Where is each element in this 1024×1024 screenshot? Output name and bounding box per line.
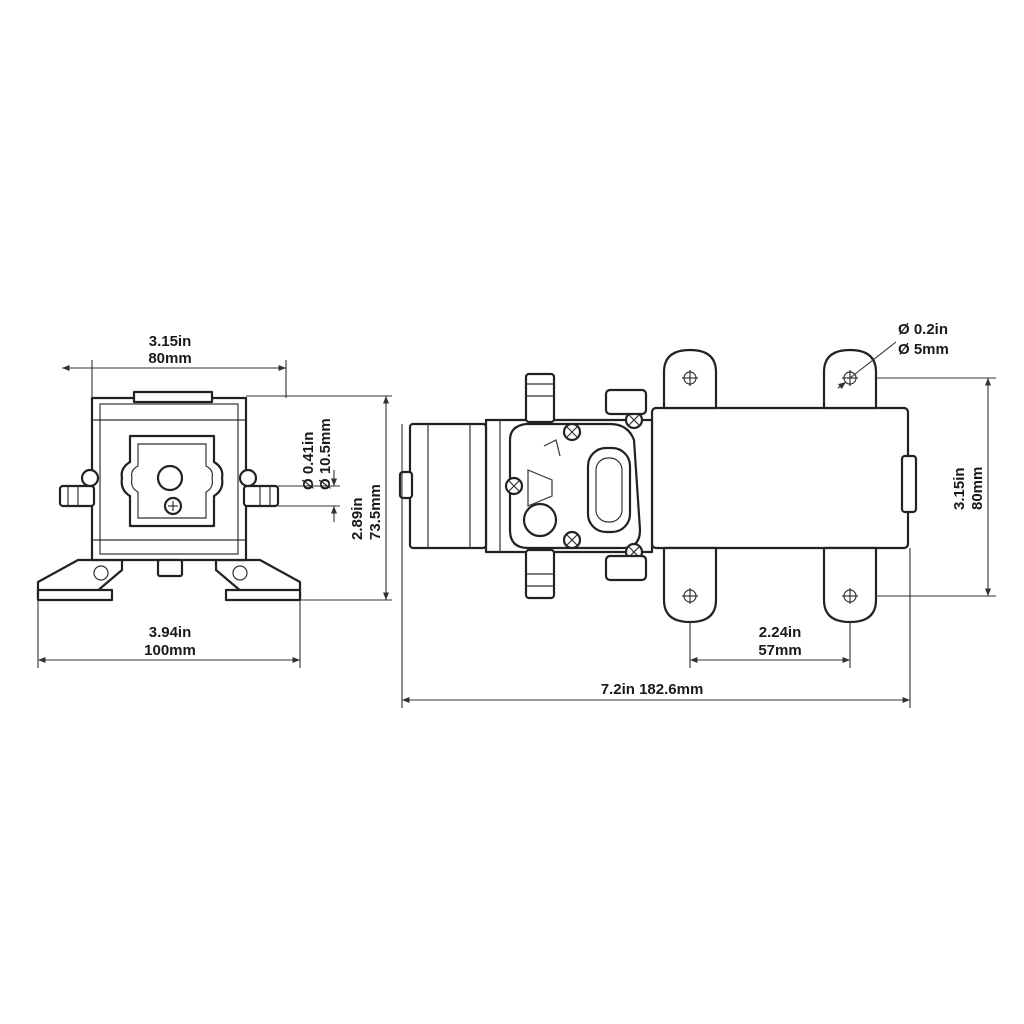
dim-top-width-mm: 80mm (148, 350, 191, 367)
mount-tab-bottom-right (822, 546, 878, 624)
motor-cylinder (650, 406, 910, 550)
dim-top-width-in: 3.15in (149, 333, 192, 350)
mount-tab-top-right (822, 348, 878, 410)
end-cap (408, 422, 488, 550)
screw-icon (562, 422, 582, 442)
top-port (524, 372, 556, 424)
dim-hole-diameter-mm: Ø 5mm (898, 341, 949, 358)
screw-icon (163, 496, 183, 516)
mount-tab-bottom-left (662, 546, 718, 624)
bottom-port (524, 548, 556, 600)
base-mount (36, 558, 302, 602)
dim-height-mm: 80mm (969, 467, 986, 510)
dim-port-diameter-in: Ø 0.41in (300, 432, 317, 490)
front-view (36, 390, 302, 602)
mount-tab-top-left (662, 348, 718, 410)
screw-icon (504, 476, 524, 496)
dim-hole-spacing-in: 2.24in (759, 624, 802, 641)
dim-base-width-mm: 100mm (144, 642, 196, 659)
dim-port-diameter-mm: Ø 10.5mm (317, 418, 334, 490)
dim-base-width-in: 3.94in (149, 624, 192, 641)
screw-icon (624, 410, 644, 430)
side-dimensions: Ø 0.2in Ø 5mm 3.15in 80mm 2.24in 57mm 7.… (401, 321, 996, 708)
center-port-circle (156, 464, 184, 492)
dim-port-height-in: 2.89in (349, 497, 366, 540)
left-port (58, 468, 100, 508)
screw-icon (562, 530, 582, 550)
dim-hole-diameter-in: Ø 0.2in (898, 321, 948, 338)
dim-hole-spacing-mm: 57mm (758, 642, 801, 659)
dim-total-length: 7.2in 182.6mm (601, 681, 704, 698)
terminal-block (586, 446, 632, 534)
right-port (238, 468, 280, 508)
front-dimensions: 3.15in 80mm 3.94in 100mm Ø 0.41in Ø 10.5… (37, 333, 392, 668)
side-view (398, 348, 918, 624)
dim-port-height-mm: 73.5mm (367, 484, 384, 540)
dim-height-in: 3.15in (951, 467, 968, 510)
